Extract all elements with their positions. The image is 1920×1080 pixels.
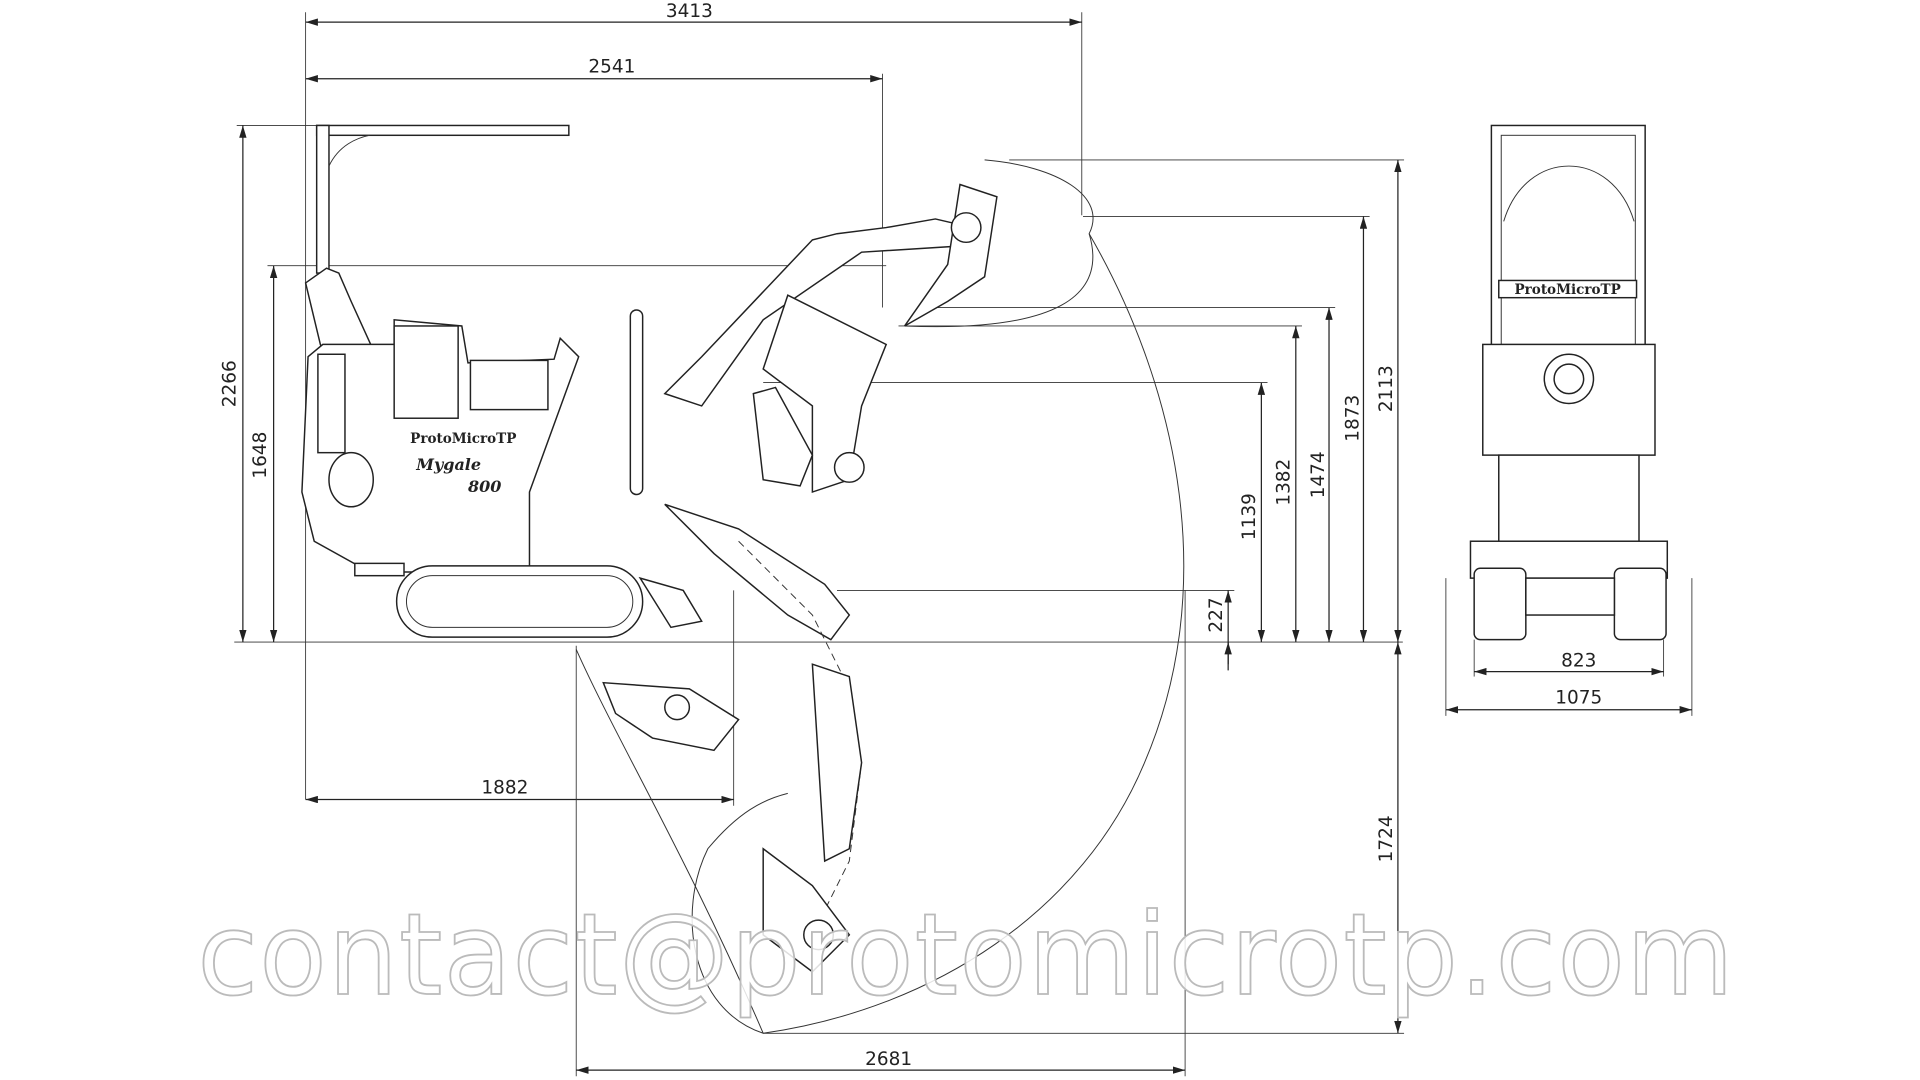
dim-2266: 2266 bbox=[219, 125, 323, 643]
bucket-raised bbox=[752, 386, 814, 487]
dim-1075: 1075 bbox=[1445, 578, 1693, 716]
dim-label-2681: 2681 bbox=[865, 1049, 912, 1070]
dim-227: 227 bbox=[836, 590, 1235, 671]
bucket-max-height bbox=[904, 183, 998, 327]
dim-2681: 2681 bbox=[575, 590, 1186, 1077]
dim-label-1139: 1139 bbox=[1239, 493, 1260, 540]
watermark-text: contact@protomicrotp.com bbox=[197, 889, 1735, 1021]
dim-label-2266: 2266 bbox=[219, 360, 240, 407]
dim-1382: 1382 bbox=[898, 325, 1302, 643]
control-box bbox=[469, 359, 549, 411]
lift-arm-post bbox=[629, 309, 644, 496]
excavator-side-view: ProtoMicroTP Mygale 800 bbox=[301, 124, 998, 973]
dig-envelope-inner bbox=[904, 233, 1094, 328]
grille bbox=[317, 353, 346, 454]
dim-2541: 2541 bbox=[305, 57, 883, 308]
front-brand-logo: ProtoMicroTP bbox=[1515, 282, 1621, 298]
dim-2113: 2113 bbox=[1009, 159, 1405, 643]
dim-1724: 1724 bbox=[763, 642, 1405, 1034]
dim-label-2541: 2541 bbox=[588, 57, 635, 78]
dig-envelope-left bbox=[575, 649, 764, 1034]
dim-label-1882: 1882 bbox=[481, 777, 528, 798]
engine-cover bbox=[328, 451, 374, 508]
left-track-front bbox=[1473, 567, 1527, 641]
seat bbox=[393, 325, 459, 419]
dim-label-1075: 1075 bbox=[1555, 688, 1602, 709]
model-number-logo: 800 bbox=[468, 477, 501, 496]
excavator-front-view: ProtoMicroTP bbox=[1469, 124, 1669, 641]
brand-logo: ProtoMicroTP bbox=[410, 431, 516, 447]
dim-label-1382: 1382 bbox=[1274, 459, 1295, 506]
dim-label-2113: 2113 bbox=[1376, 365, 1397, 412]
arm-lowered bbox=[811, 663, 863, 863]
dim-1474: 1474 bbox=[923, 307, 1336, 643]
canopy-post bbox=[315, 124, 330, 274]
arm-raised bbox=[762, 294, 888, 494]
dim-1648: 1648 bbox=[250, 265, 887, 643]
dim-823: 823 bbox=[1473, 639, 1665, 677]
front-brand-plate bbox=[1498, 279, 1638, 299]
dim-label-1474: 1474 bbox=[1308, 451, 1329, 498]
dim-3413: 3413 bbox=[305, 1, 1083, 800]
front-canopy bbox=[1490, 124, 1646, 348]
dim-label-3413: 3413 bbox=[666, 1, 713, 22]
dim-label-1648: 1648 bbox=[250, 432, 271, 479]
dim-label-227: 227 bbox=[1206, 597, 1227, 632]
dim-label-1873: 1873 bbox=[1343, 395, 1364, 442]
right-track-front bbox=[1613, 567, 1667, 641]
dim-label-823: 823 bbox=[1561, 651, 1596, 672]
canopy-roof bbox=[315, 124, 570, 137]
model-logo: Mygale bbox=[415, 455, 481, 474]
dim-label-1724: 1724 bbox=[1376, 815, 1397, 862]
dozer-blade bbox=[638, 576, 703, 629]
dim-1873: 1873 bbox=[1083, 216, 1370, 643]
dim-1882: 1882 bbox=[305, 590, 735, 806]
track bbox=[395, 565, 644, 638]
